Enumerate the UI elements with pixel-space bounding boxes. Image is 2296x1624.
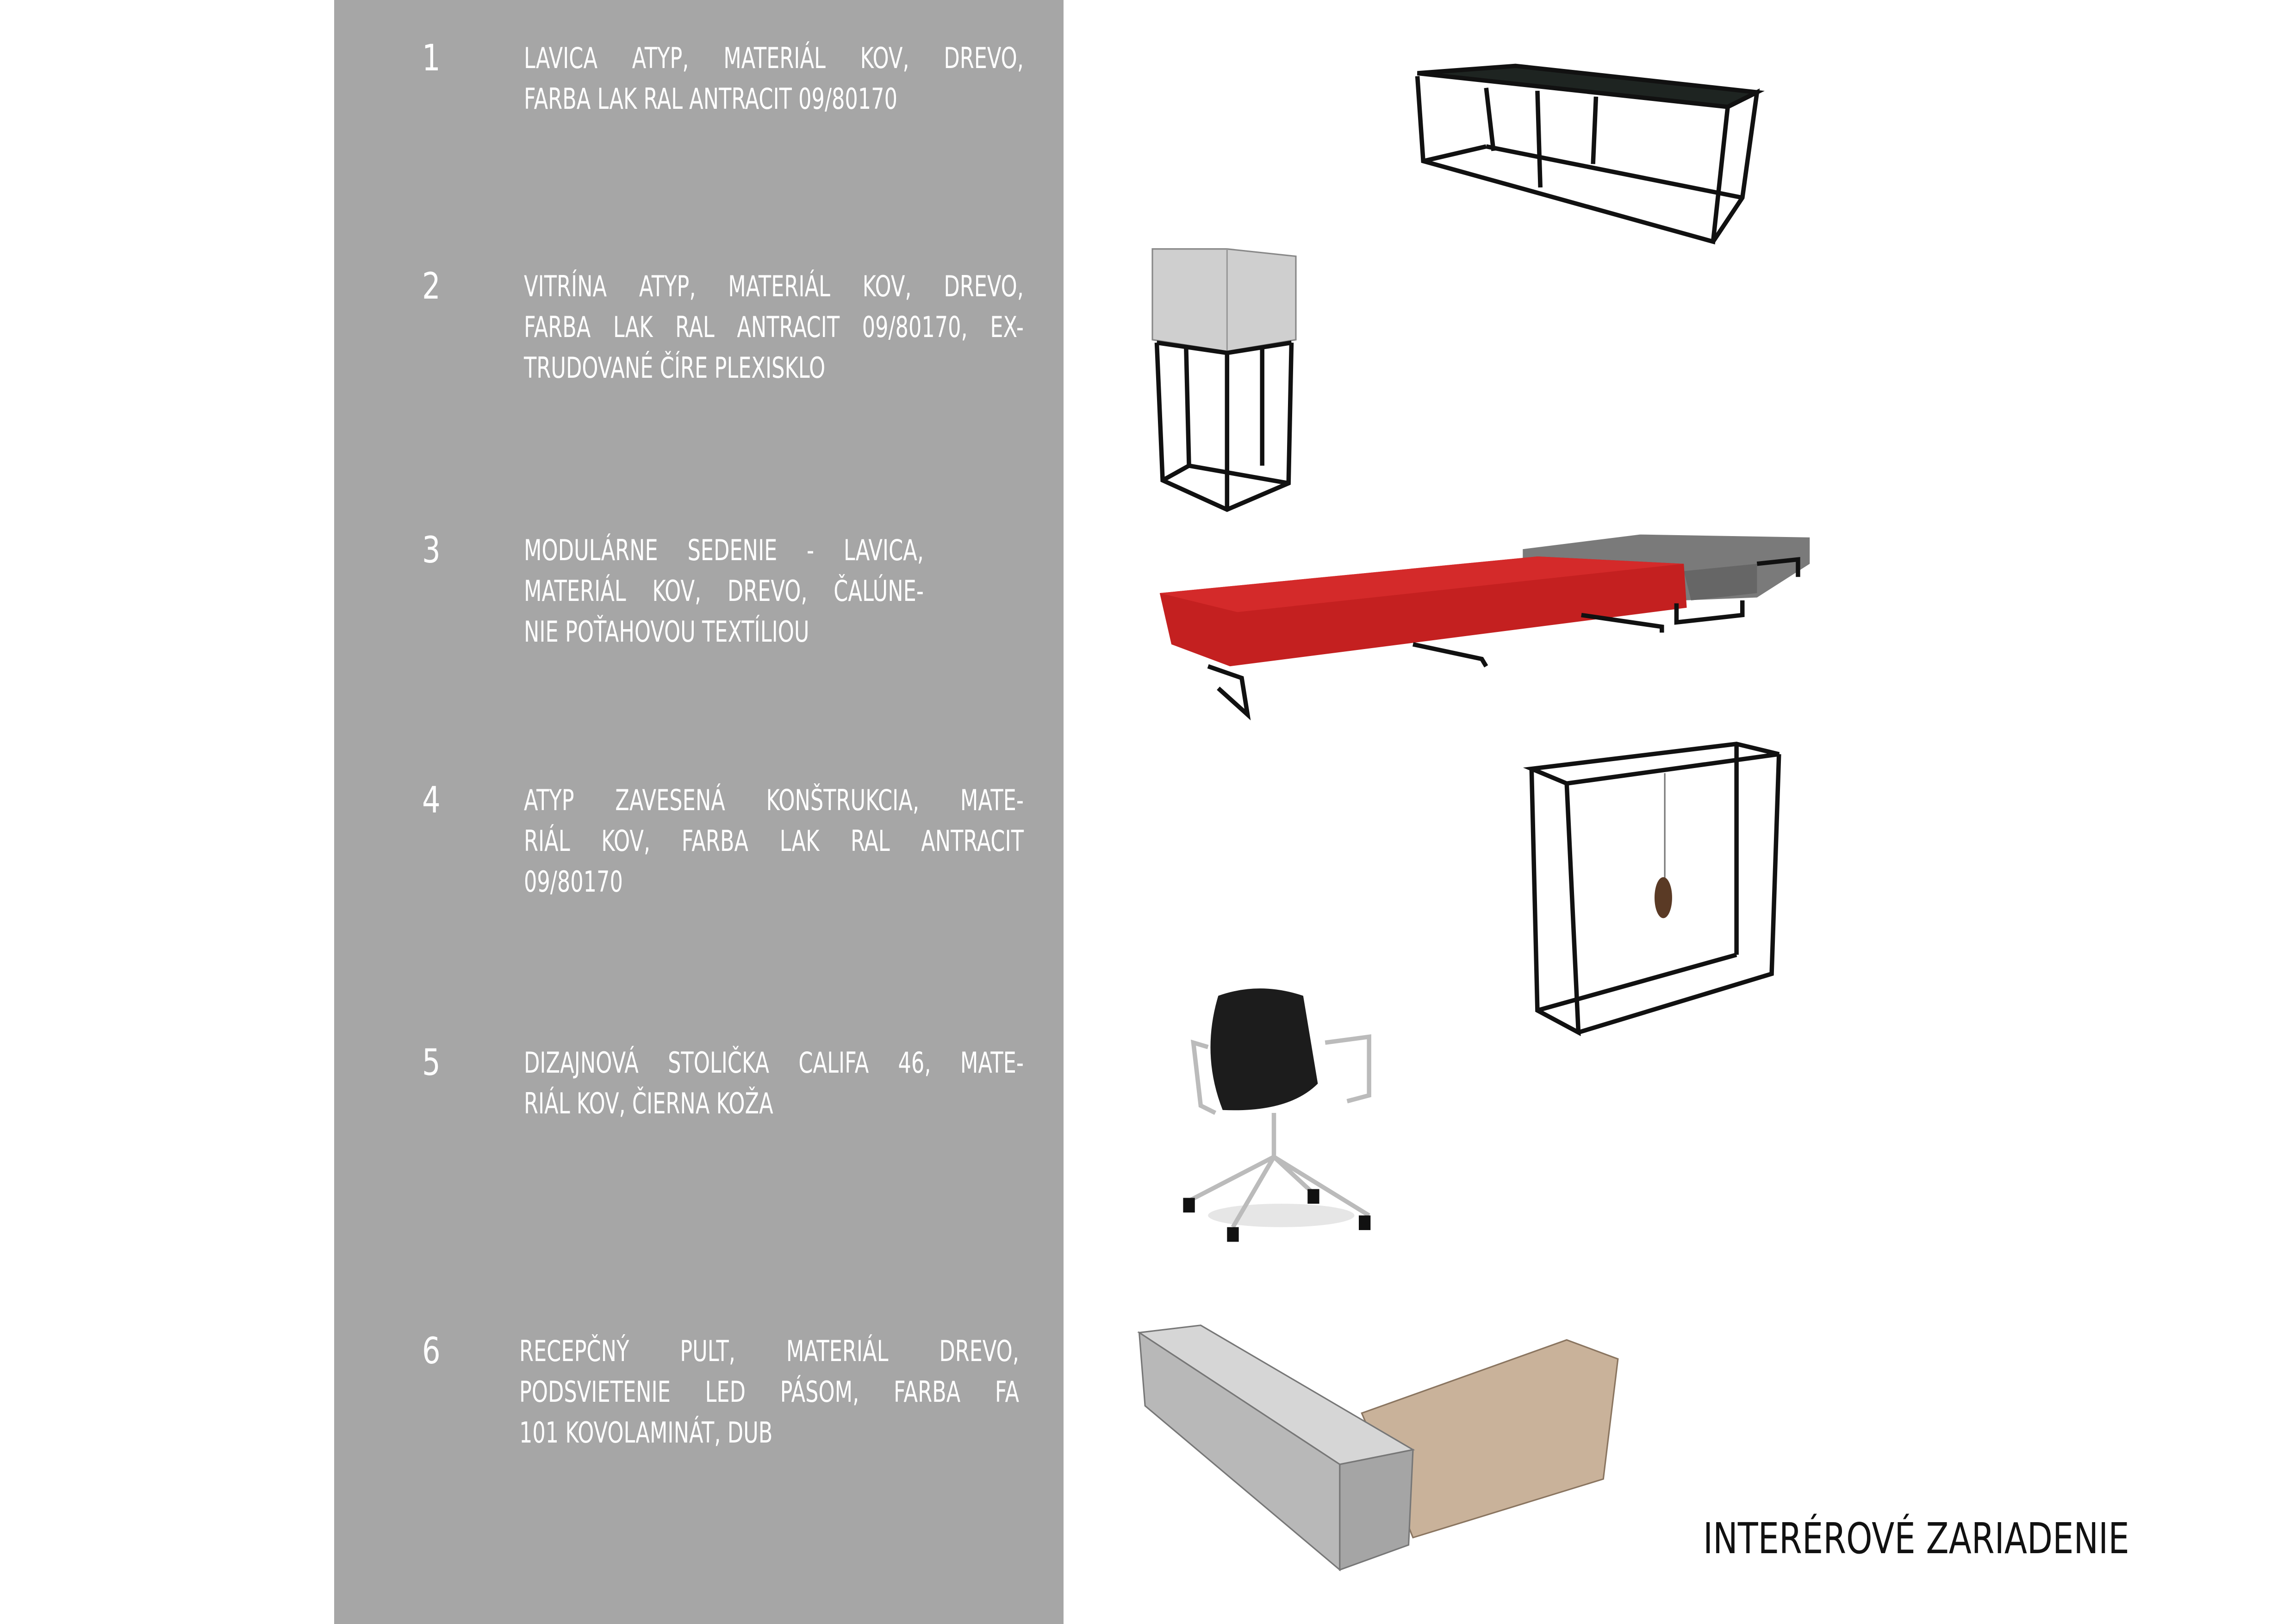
item-number: 5 [422, 1042, 441, 1084]
desc-line: LAVICA ATYP, MATERIÁL KOV, DREVO, [524, 41, 1024, 75]
item-number: 1 [422, 37, 441, 79]
desc-line: 09/80170 [524, 865, 623, 899]
bench-illustration [1415, 63, 1765, 244]
item-number: 4 [422, 780, 441, 821]
reception-desk-illustration [1137, 1324, 1619, 1572]
desc-line: NIE POŤAHOVOU TEXTÍLIOU [524, 615, 809, 649]
item-description: RECEPČNÝ PULT, MATERIÁL DREVO, PODSVIETE… [519, 1331, 1019, 1453]
desc-line: DIZAJNOVÁ STOLIČKA CALIFA 46, MATE- [524, 1046, 1024, 1080]
desc-line: FARBA LAK RAL ANTRACIT 09/80170 [524, 82, 897, 116]
vitrine-illustration [1151, 248, 1297, 512]
desc-line: TRUDOVANÉ ČÍRE PLEXISKLO [524, 351, 826, 385]
page-title: INTERÉROVÉ ZARIADENIE [1703, 1514, 2129, 1563]
modular-seating-illustration [1159, 534, 1810, 721]
desc-line: RECEPČNÝ PULT, MATERIÁL DREVO, [519, 1334, 1019, 1368]
desc-line: VITRÍNA ATYP, MATERIÁL KOV, DREVO, [524, 269, 1024, 303]
item-description: MODULÁRNE SEDENIE - LAVICA, MATERIÁL KOV… [524, 530, 924, 652]
desc-line: MODULÁRNE SEDENIE - LAVICA, [524, 533, 924, 567]
item-description: VITRÍNA ATYP, MATERIÁL KOV, DREVO, FARBA… [524, 266, 1024, 388]
desc-line: FARBA LAK RAL ANTRACIT 09/80170, EX- [524, 310, 1024, 344]
hanging-construction-illustration [1523, 742, 1781, 1037]
item-description: ATYP ZAVESENÁ KONŠTRUKCIA, MATE- RIÁL KO… [524, 780, 1024, 902]
item-description: LAVICA ATYP, MATERIÁL KOV, DREVO, FARBA … [524, 38, 1024, 119]
item-description: DIZAJNOVÁ STOLIČKA CALIFA 46, MATE- RIÁL… [524, 1043, 1024, 1124]
item-number: 3 [422, 530, 441, 571]
desc-line: PODSVIETENIE LED PÁSOM, FARBA FA [519, 1375, 1019, 1409]
chair-illustration [1183, 988, 1371, 1242]
item-number: 6 [422, 1330, 441, 1372]
desc-line: 101 KOVOLAMINÁT, DUB [519, 1416, 773, 1449]
desc-line: MATERIÁL KOV, DREVO, ČALÚNE- [524, 574, 924, 608]
desc-line: ATYP ZAVESENÁ KONŠTRUKCIA, MATE- [524, 783, 1024, 817]
desc-line: RIÁL KOV, ČIERNA KOŽA [524, 1087, 773, 1120]
description-panel: 1 LAVICA ATYP, MATERIÁL KOV, DREVO, FARB… [334, 0, 1064, 1624]
item-number: 2 [422, 266, 441, 307]
desc-line: RIÁL KOV, FARBA LAK RAL ANTRACIT [524, 824, 1024, 858]
